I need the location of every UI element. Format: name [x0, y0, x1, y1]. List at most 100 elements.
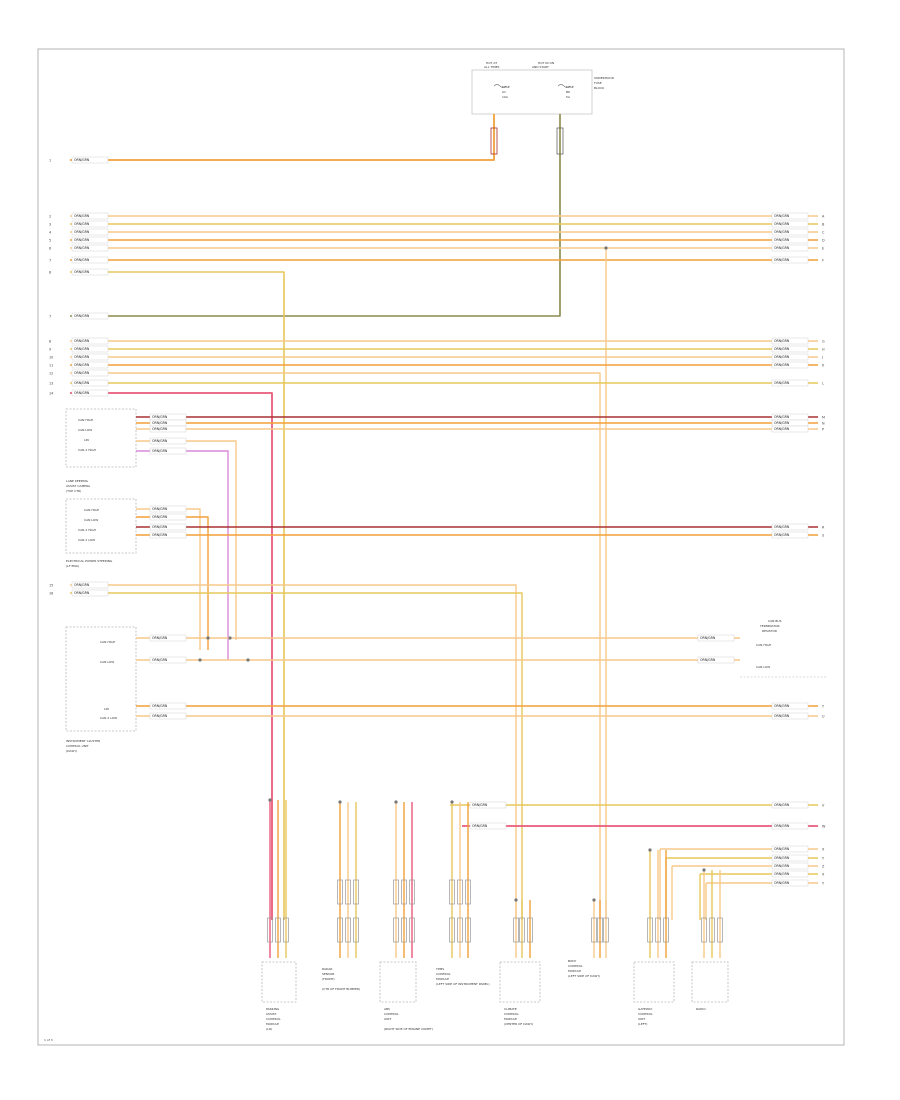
connector-upper-3-2 — [465, 879, 471, 905]
bottom-label-3-1: CONTROL — [436, 972, 451, 976]
tag-m2-3: ORN/GRN — [152, 533, 168, 537]
m3-label-1: INSTRUMENT CLUSTER — [66, 739, 100, 743]
tag-left-b-4-bg — [71, 369, 109, 377]
junction-drop-1 — [338, 800, 342, 804]
diagram-frame — [37, 48, 845, 1046]
tag-m3-3-bg — [149, 712, 187, 720]
m1-label-1: LANE KEEPING — [66, 479, 89, 483]
tag-right-b-3-bg — [771, 361, 809, 369]
term-line-2: CAN LOW — [756, 665, 770, 669]
wire-bus-b-4 — [70, 372, 601, 920]
tag-left-15: ORN/GRN — [74, 591, 90, 595]
tag-m1-right-2-bg — [771, 425, 809, 433]
bottom-label-1-4: (CTR OF FRONT BUMPER) — [322, 987, 360, 991]
tag-m1-4: ORN/GRN — [152, 449, 168, 453]
tag-right-b-5-bg — [771, 379, 809, 387]
m1-line-3: LIN — [84, 438, 89, 442]
bottom-box-2 — [379, 961, 417, 1003]
left-pin-2: 3 — [49, 222, 51, 226]
tag-m2-0-bg — [149, 505, 187, 513]
tag-rs-4: ORN/GRN — [774, 881, 790, 885]
junction-m3-1 — [228, 636, 232, 640]
m1-label-3: (TOP CTR) — [66, 489, 81, 493]
connector-upper-3-0 — [449, 879, 455, 905]
junction-drop-0 — [268, 798, 272, 802]
tag-right-b-5: ORN/GRN — [774, 381, 790, 385]
connector-2-1 — [401, 917, 407, 943]
tag-right-a-2: ORN/GRN — [774, 230, 790, 234]
connector-0-1 — [275, 917, 281, 943]
module-power-steering: CAN HIGH CAN LOW CAN 2 HIGH CAN 2 LOW EL… — [65, 498, 137, 568]
bottom-box-6 — [633, 961, 675, 1003]
connector-5-1 — [597, 917, 603, 943]
right-pin-21: Y — [822, 881, 825, 885]
fuse-a1-label-3: 10A — [502, 95, 509, 99]
right-pin-14: R — [822, 525, 825, 529]
tag-right-b-1: ORN/GRN — [774, 347, 790, 351]
bottom-label-4-2: MODULE — [504, 1017, 517, 1021]
tag-left-b-1-bg — [71, 345, 109, 353]
tag-left-b-3: ORN/GRN — [74, 363, 90, 367]
tag-rs-2-bg — [771, 862, 809, 870]
pin-layer: 17A2B3C4D5E6F78G8H9J10K1112L1314MNPRS151… — [49, 158, 826, 885]
tag-left-a-3-bg — [71, 236, 109, 244]
connector-upper-3-1 — [457, 879, 463, 905]
left-pin-6: 7 — [49, 314, 51, 318]
tag-left-a-0-bg — [71, 212, 109, 220]
bottom-label-6-1: CONTROL — [638, 1012, 653, 1016]
tag-m3-right-3-bg — [771, 712, 809, 720]
fuse-block-label-3: BLOCK — [594, 86, 605, 90]
connector-1-1 — [345, 917, 351, 943]
right-pin-6: G — [822, 339, 825, 343]
wire-left-14 — [70, 584, 517, 920]
tag-right-a-1: ORN/GRN — [774, 222, 790, 226]
tag-right-a-4: ORN/GRN — [774, 246, 790, 250]
tag-left-14: ORN/GRN — [74, 583, 90, 587]
fuse-b6-symbol — [557, 84, 571, 88]
connector-6-1 — [655, 917, 661, 943]
fuse-block-label-2: FUSE — [594, 81, 602, 85]
module-lane-keeping: CAN HIGH CAN LOW LIN CAN 2 HIGH LANE KEE… — [65, 408, 137, 493]
tag-rs-2: ORN/GRN — [774, 864, 790, 868]
tag-m2-right-2: ORN/GRN — [774, 525, 790, 529]
tag-right-a-4-bg — [771, 244, 809, 252]
tag-left-a-2: ORN/GRN — [74, 230, 90, 234]
right-pin-7: H — [822, 347, 825, 351]
m1-line-1: CAN HIGH — [78, 418, 93, 422]
tag-left-b-4: ORN/GRN — [74, 371, 90, 375]
connector-upper-2-2 — [409, 879, 415, 905]
bottom-label-5-3: (LEFT SIDE OF DASH) — [568, 974, 600, 978]
bottom-label-3-2: MODULE — [436, 977, 449, 981]
wire-layer — [70, 114, 818, 958]
junction-m3-3 — [246, 658, 250, 662]
connector-upper-2-1 — [401, 879, 407, 905]
tag-left-a-6-bg — [71, 268, 109, 276]
bottom-box-7 — [691, 961, 729, 1003]
tag-left-a-2-bg — [71, 228, 109, 236]
right-pin-15: S — [822, 533, 824, 537]
bottom-label-4-0: CLIMATE — [504, 1007, 517, 1011]
right-pin-8: J — [821, 355, 823, 359]
connector-7-0 — [701, 917, 707, 943]
right-pin-3: D — [822, 238, 825, 242]
connector-upper-1-1 — [345, 879, 351, 905]
bottom-label-6-2: UNIT — [638, 1017, 645, 1021]
tag-fuse-b6-bg — [71, 312, 109, 320]
tag-m3-3: ORN/GRN — [152, 714, 168, 718]
tag-left-b-6: ORN/GRN — [74, 391, 90, 395]
tag-left-15-bg — [71, 589, 109, 597]
connector-3-0 — [449, 917, 455, 943]
wire-bus-a-6 — [70, 271, 285, 920]
fuse-a1-label-2: A1 — [502, 90, 506, 94]
bottom-label-2-1: CONTROL — [384, 1012, 399, 1016]
tag-m3-0: ORN/GRN — [152, 636, 168, 640]
bottom-label-7-0: RADIO — [696, 1007, 706, 1011]
tag-right-a-2-bg — [771, 228, 809, 236]
wire-fuse-b6 — [70, 114, 561, 317]
right-pin-20: X — [822, 872, 825, 876]
bottom-label-0-1: ASSIST — [266, 1012, 277, 1016]
tag-m1-right-0: ORN/GRN — [774, 415, 790, 419]
right-pin-10: L — [822, 381, 824, 385]
term-label-3: RESISTOR — [762, 629, 777, 633]
